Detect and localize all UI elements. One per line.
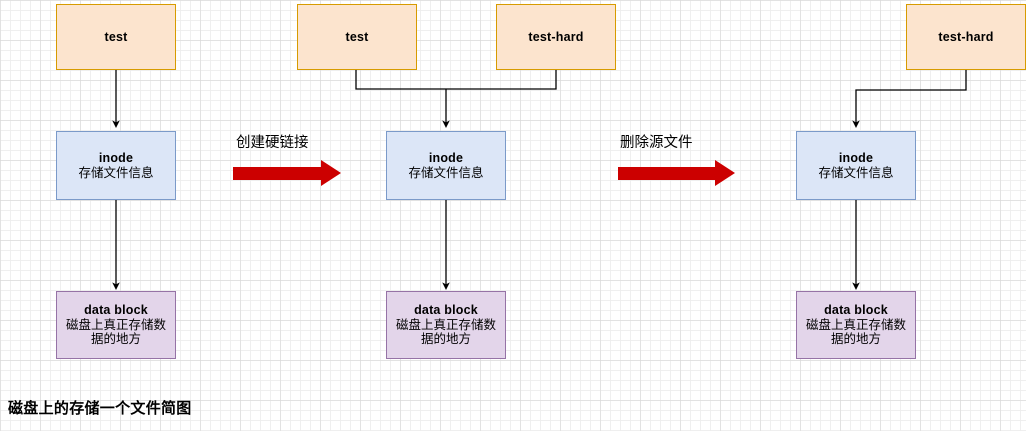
inode-title: inode	[428, 150, 464, 165]
datablock-box-stage1[interactable]: data block 磁盘上真正存储数据的地方	[56, 291, 176, 359]
connector-testhard-to-inode-3	[852, 70, 967, 129]
inode-box-stage2[interactable]: inode 存储文件信息	[386, 131, 506, 200]
datablock-subtitle: 磁盘上真正存储数据的地方	[65, 317, 166, 347]
diagram-caption: 磁盘上的存储一个文件简图	[8, 400, 192, 417]
file-box-test-hard-stage2[interactable]: test-hard	[496, 4, 616, 70]
datablock-box-stage3[interactable]: data block 磁盘上真正存储数据的地方	[796, 291, 916, 359]
datablock-box-stage2[interactable]: data block 磁盘上真正存储数据的地方	[386, 291, 506, 359]
inode-subtitle: 存储文件信息	[78, 165, 154, 180]
arrow-shaft	[233, 167, 321, 180]
inode-title: inode	[98, 150, 134, 165]
file-box-label: test	[345, 29, 369, 44]
inode-title: inode	[838, 150, 874, 165]
file-box-test-hard-stage3[interactable]: test-hard	[906, 4, 1026, 70]
arrow-head	[715, 160, 735, 186]
transition-arrow-create-hardlink	[233, 160, 341, 186]
transition-label-delete-source: 删除源文件	[620, 135, 693, 151]
datablock-subtitle: 磁盘上真正存储数据的地方	[805, 317, 906, 347]
connector-test-to-junction-2	[355, 70, 446, 90]
transition-arrow-delete-source	[618, 160, 736, 186]
inode-box-stage1[interactable]: inode 存储文件信息	[56, 131, 176, 200]
connector-testhard-to-junction-2	[446, 70, 557, 90]
file-box-label: test-hard	[938, 29, 994, 44]
arrow-shaft	[618, 167, 715, 180]
inode-box-stage3[interactable]: inode 存储文件信息	[796, 131, 916, 200]
datablock-title: data block	[824, 302, 888, 317]
file-box-label: test-hard	[528, 29, 584, 44]
arrow-head	[321, 160, 341, 186]
file-box-test-stage2[interactable]: test	[297, 4, 417, 70]
inode-subtitle: 存储文件信息	[818, 165, 894, 180]
file-box-label: test	[104, 29, 128, 44]
inode-subtitle: 存储文件信息	[408, 165, 484, 180]
transition-label-create-hardlink: 创建硬链接	[236, 135, 309, 151]
file-box-test-stage1[interactable]: test	[56, 4, 176, 70]
datablock-title: data block	[414, 302, 478, 317]
datablock-subtitle: 磁盘上真正存储数据的地方	[395, 317, 496, 347]
datablock-title: data block	[84, 302, 148, 317]
